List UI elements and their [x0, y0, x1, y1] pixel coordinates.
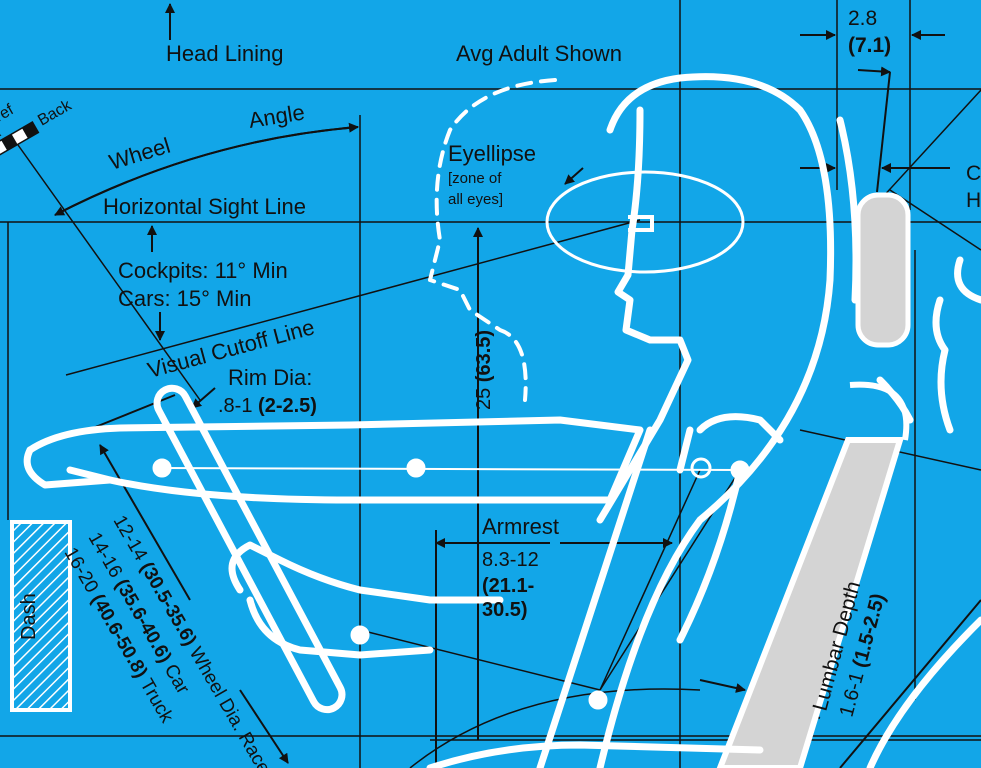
eyellipse-label: Eyellipse	[448, 141, 536, 166]
angle-scale-tick	[21, 122, 39, 139]
driver-figure	[23, 73, 981, 768]
back-outline	[596, 73, 835, 768]
arm-link	[359, 629, 601, 691]
torso-front	[536, 426, 654, 768]
eyellipse	[545, 170, 745, 274]
seat-back-top	[849, 381, 910, 441]
seat-cushion-line	[426, 741, 764, 768]
dash-label: Dash	[18, 593, 40, 640]
armrest-label: Armrest	[482, 514, 559, 539]
wheel-angle-arc-rev	[54, 126, 359, 216]
seat-back-cushion	[716, 437, 905, 768]
armrest-metric-1: (21.1-	[482, 575, 534, 597]
forearm-lower	[228, 541, 504, 604]
rim-dia-pointer	[191, 387, 216, 409]
steering-wheel	[153, 384, 346, 714]
labels: Head Lining Avg Adult Shown 2.8 (7.1) C …	[0, 7, 981, 768]
dash-panel	[10, 520, 72, 712]
zone-label-2: all eyes]	[448, 191, 503, 208]
armrest-value: 8.3-12	[482, 549, 539, 571]
face-outline	[596, 106, 692, 524]
top-dim-label: 2.8	[848, 7, 877, 30]
knee-arc	[409, 688, 701, 768]
right-partial-label-1: C	[966, 162, 981, 185]
elbow-joint	[406, 458, 426, 478]
pref-label: Pref	[0, 101, 17, 131]
head-lining-label: Head Lining	[166, 41, 283, 66]
horizontal-sight-line-label: Horizontal Sight Line	[103, 194, 306, 219]
shoulder-line	[159, 467, 741, 471]
right-face-outline	[932, 296, 954, 434]
angle-label: Angle	[247, 99, 306, 132]
back-label: Back	[35, 96, 75, 129]
arm-upper	[26, 416, 644, 504]
armrest-metric-2: 30.5)	[482, 599, 528, 621]
torso-mid	[676, 426, 694, 474]
right-diag-line-2	[879, 89, 981, 201]
thigh-upper	[676, 466, 744, 644]
rim-dia-label: Rim Dia:	[228, 365, 312, 390]
steering-wheel-rim	[153, 384, 346, 714]
eyellipse-pointer	[564, 167, 584, 185]
eye-marker	[628, 215, 654, 232]
wheel-angle-line	[17, 144, 201, 401]
avg-adult-label: Avg Adult Shown	[456, 41, 622, 66]
hip-curve	[696, 413, 784, 444]
avg-adult-head-outline	[428, 78, 557, 402]
zone-label-1: [zone of	[448, 170, 502, 187]
eye-height-label: 25 (63.5)	[473, 330, 495, 410]
right-face-outline-2	[954, 256, 981, 304]
cockpits-label: Cockpits: 11° Min	[118, 258, 288, 283]
hip-joint	[588, 690, 608, 710]
leg-link-1	[599, 469, 701, 691]
shoulder-curve	[876, 376, 914, 424]
visual-cutoff-line	[65, 219, 641, 376]
wheel-dia-arrow-down	[239, 689, 289, 764]
angle-scale-tick	[1, 134, 18, 151]
seat-back-ref-line	[839, 599, 981, 768]
wheel-angle-scale: Pref AA Back	[0, 96, 75, 158]
right-partial-label-2: H	[966, 189, 981, 212]
headrest-dim-line	[876, 71, 891, 193]
headrest-dim-arrow	[857, 66, 891, 77]
hand-tip	[23, 446, 114, 489]
hand-joint	[152, 458, 172, 478]
shoulder-joint	[730, 460, 750, 480]
top-dim-metric-label: (7.1)	[848, 34, 891, 57]
shoulder-joint-open	[690, 457, 712, 479]
head-lining-curve	[836, 116, 860, 304]
wheel-dia-arrow-up	[99, 444, 191, 601]
right-body-outline	[866, 616, 981, 768]
cars-label: Cars: 15° Min	[118, 286, 252, 311]
joints	[152, 457, 750, 710]
rim-dia-value: .8-1 (2-2.5)	[218, 395, 317, 417]
wrist-joint	[350, 625, 370, 645]
lumbar-arrow-left	[699, 679, 746, 693]
right-diag-line	[889, 189, 981, 251]
hand-grip	[246, 596, 434, 659]
headrest	[855, 192, 911, 348]
